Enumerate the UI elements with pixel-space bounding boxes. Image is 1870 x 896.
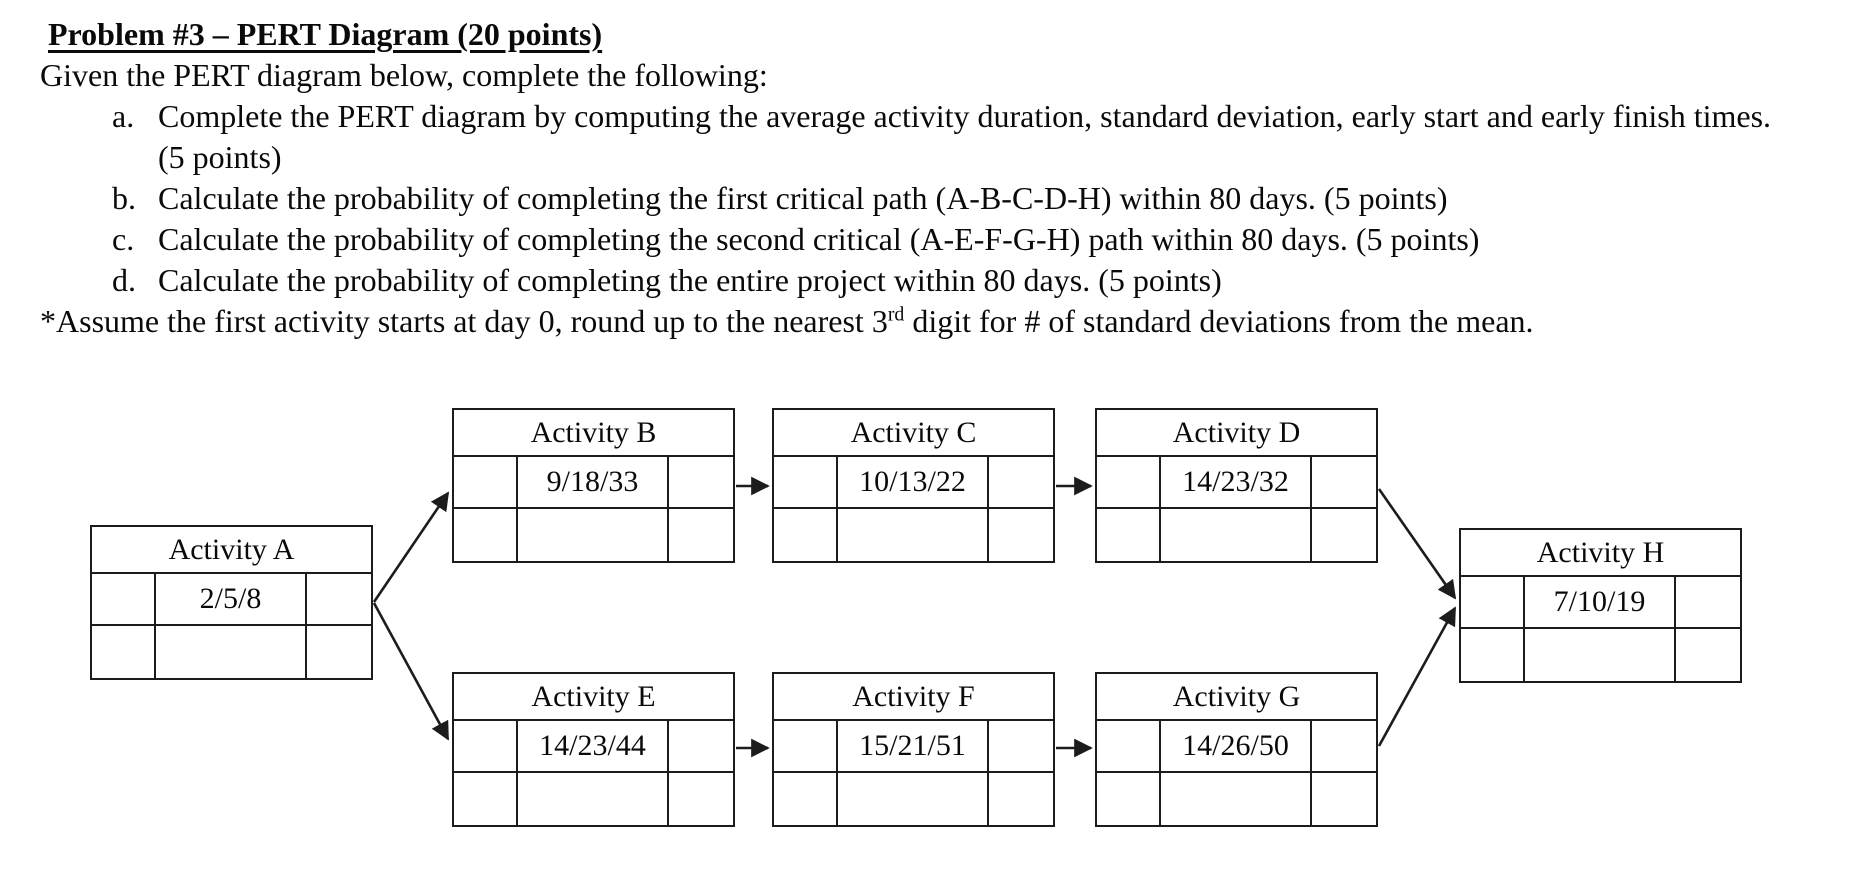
activity-b-top-left-cell — [454, 457, 518, 507]
problem-title: Problem #3 – PERT Diagram (20 points) — [48, 16, 603, 52]
activity-d-title: Activity D — [1097, 410, 1376, 457]
activity-e-bottom-left-cell — [454, 773, 518, 825]
list-marker-d: d. — [112, 262, 136, 298]
activity-b-estimates-cell: 9/18/33 — [518, 457, 669, 507]
activity-a-bottom-left-cell — [92, 626, 156, 678]
activity-h-title: Activity H — [1461, 530, 1740, 577]
note-suffix: digit for # of standard deviations from … — [904, 303, 1534, 339]
activity-box-a: Activity A 2/5/8 — [90, 525, 373, 680]
activity-g-title: Activity G — [1097, 674, 1376, 721]
activity-g-top-left-cell — [1097, 721, 1161, 771]
activity-d-top-right-cell — [1312, 457, 1376, 507]
activity-h-estimates-cell: 7/10/19 — [1525, 577, 1676, 627]
activity-a-title: Activity A — [92, 527, 371, 574]
activity-b-bottom-center-cell — [518, 509, 669, 561]
list-marker-a: a. — [112, 98, 135, 134]
activity-c-top-left-cell — [774, 457, 838, 507]
activity-b-bottom-right-cell — [669, 509, 733, 561]
activity-f-bottom-right-cell — [989, 773, 1053, 825]
list-item-c-text: Calculate the probability of completing … — [158, 221, 1480, 257]
arrow-a-to-b — [372, 491, 450, 603]
list-item-a: a. Complete the PERT diagram by computin… — [40, 96, 1840, 178]
list-item-a-line2: (5 points) — [158, 139, 282, 175]
activity-box-f: Activity F 15/21/51 — [772, 672, 1055, 827]
activity-f-title: Activity F — [774, 674, 1053, 721]
activity-a-bottom-right-cell — [307, 626, 371, 678]
activity-d-bottom-left-cell — [1097, 509, 1161, 561]
list-marker-b: b. — [112, 180, 136, 216]
list-item-b-text: Calculate the probability of completing … — [158, 180, 1448, 216]
activity-c-top-right-cell — [989, 457, 1053, 507]
activity-a-top-right-cell — [307, 574, 371, 624]
arrow-d-to-h — [1377, 488, 1457, 600]
activity-c-bottom-right-cell — [989, 509, 1053, 561]
activity-c-title: Activity C — [774, 410, 1053, 457]
activity-e-top-right-cell — [669, 721, 733, 771]
activity-box-b: Activity B 9/18/33 — [452, 408, 735, 563]
activity-b-top-right-cell — [669, 457, 733, 507]
arrow-g-to-h — [1377, 606, 1457, 747]
activity-a-estimates-cell: 2/5/8 — [156, 574, 307, 624]
activity-h-bottom-right-cell — [1676, 629, 1740, 681]
activity-box-g: Activity G 14/26/50 — [1095, 672, 1378, 827]
activity-d-bottom-center-cell — [1161, 509, 1312, 561]
activity-e-bottom-right-cell — [669, 773, 733, 825]
arrow-a-to-e — [372, 602, 450, 741]
activity-e-bottom-center-cell — [518, 773, 669, 825]
activity-f-bottom-center-cell — [838, 773, 989, 825]
list-item-c: c. Calculate the probability of completi… — [40, 219, 1840, 260]
activity-box-h: Activity H 7/10/19 — [1459, 528, 1742, 683]
activity-g-bottom-right-cell — [1312, 773, 1376, 825]
activity-f-bottom-left-cell — [774, 773, 838, 825]
activity-h-top-right-cell — [1676, 577, 1740, 627]
activity-a-top-left-cell — [92, 574, 156, 624]
activity-d-top-left-cell — [1097, 457, 1161, 507]
activity-c-bottom-left-cell — [774, 509, 838, 561]
activity-box-c: Activity C 10/13/22 — [772, 408, 1055, 563]
activity-box-d: Activity D 14/23/32 — [1095, 408, 1378, 563]
activity-d-estimates-cell: 14/23/32 — [1161, 457, 1312, 507]
activity-f-top-left-cell — [774, 721, 838, 771]
activity-e-top-left-cell — [454, 721, 518, 771]
activity-b-title: Activity B — [454, 410, 733, 457]
activity-c-estimates-cell: 10/13/22 — [838, 457, 989, 507]
list-item-b: b. Calculate the probability of completi… — [40, 178, 1840, 219]
activity-h-top-left-cell — [1461, 577, 1525, 627]
activity-d-bottom-right-cell — [1312, 509, 1376, 561]
activity-h-bottom-center-cell — [1525, 629, 1676, 681]
activity-c-bottom-center-cell — [838, 509, 989, 561]
activity-g-bottom-left-cell — [1097, 773, 1161, 825]
activity-g-estimates-cell: 14/26/50 — [1161, 721, 1312, 771]
activity-f-top-right-cell — [989, 721, 1053, 771]
activity-g-bottom-center-cell — [1161, 773, 1312, 825]
activity-h-bottom-left-cell — [1461, 629, 1525, 681]
note-prefix: *Assume the first activity starts at day… — [40, 303, 888, 339]
problem-statement: Problem #3 – PERT Diagram (20 points) Gi… — [40, 14, 1840, 342]
list-marker-c: c. — [112, 221, 135, 257]
activity-f-estimates-cell: 15/21/51 — [838, 721, 989, 771]
list-item-d-text: Calculate the probability of completing … — [158, 262, 1222, 298]
problem-intro: Given the PERT diagram below, complete t… — [40, 57, 768, 93]
activity-box-e: Activity E 14/23/44 — [452, 672, 735, 827]
list-item-d: d. Calculate the probability of completi… — [40, 260, 1840, 301]
assumption-note: *Assume the first activity starts at day… — [40, 301, 1840, 342]
activity-b-bottom-left-cell — [454, 509, 518, 561]
activity-e-title: Activity E — [454, 674, 733, 721]
list-item-a-line1: Complete the PERT diagram by computing t… — [158, 98, 1772, 134]
activity-g-top-right-cell — [1312, 721, 1376, 771]
activity-a-bottom-center-cell — [156, 626, 307, 678]
activity-e-estimates-cell: 14/23/44 — [518, 721, 669, 771]
note-ordinal-suffix: rd — [887, 303, 905, 326]
